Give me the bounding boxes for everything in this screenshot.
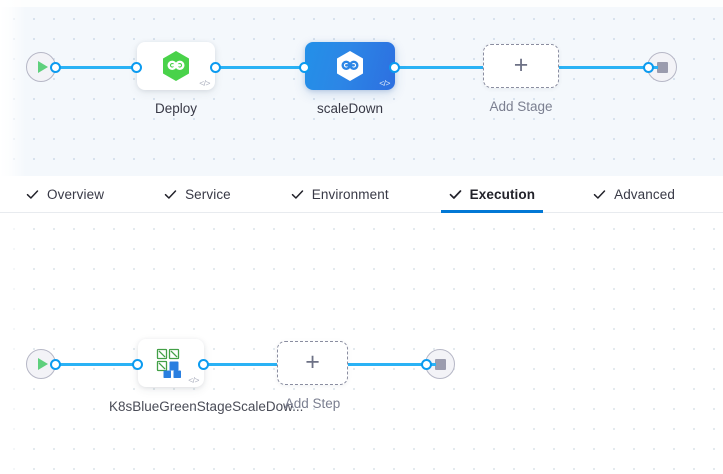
edge-deploy-to-scaledown: [216, 66, 312, 69]
edge-addstep-to-step-end: [348, 363, 436, 366]
play-icon: [37, 61, 48, 73]
stage-node-deploy[interactable]: </> Deploy: [137, 42, 215, 116]
add-stage-button[interactable]: +: [483, 44, 559, 88]
port-deploy-out[interactable]: [210, 61, 221, 73]
add-step-label: Add Step: [284, 396, 341, 411]
plus-icon: +: [305, 347, 320, 376]
check-icon: [26, 188, 39, 201]
add-step-button[interactable]: +: [277, 341, 348, 385]
stage-node-scaledown-card[interactable]: </>: [305, 42, 395, 90]
tab-overview[interactable]: Overview: [26, 176, 104, 212]
stop-icon: [434, 358, 446, 370]
tab-service[interactable]: Service: [164, 176, 231, 212]
port-start-out[interactable]: [50, 61, 61, 73]
stage-node-deploy-label: Deploy: [154, 101, 198, 116]
check-icon: [291, 188, 304, 201]
port-deploy-in[interactable]: [131, 61, 142, 73]
pipeline-stage-canvas[interactable]: </> Deploy </> scaleDown: [0, 0, 723, 176]
port-scaledown-in[interactable]: [299, 61, 310, 73]
edge-addstage-to-end: [556, 66, 658, 69]
step-node-card[interactable]: </>: [138, 339, 204, 387]
tab-service-label: Service: [185, 186, 231, 202]
port-k8s-out[interactable]: [198, 358, 209, 370]
harness-hexagon-green-icon: [161, 50, 191, 82]
blue-green-deployment-icon: [155, 347, 187, 379]
edge-k8s-to-addstep: [204, 363, 280, 366]
tab-execution[interactable]: Execution: [440, 176, 544, 213]
check-icon: [164, 188, 177, 201]
code-glyph-icon: </>: [199, 77, 210, 88]
port-step-end-in[interactable]: [421, 358, 432, 370]
port-k8s-in[interactable]: [132, 358, 143, 370]
tab-execution-label: Execution: [469, 186, 536, 202]
tab-environment-label: Environment: [311, 186, 389, 202]
edge-start-to-deploy: [54, 66, 146, 69]
play-icon: [37, 358, 48, 370]
edge-scaledown-to-addstage: [388, 66, 488, 69]
stage-node-scaledown-label: scaleDown: [316, 101, 384, 116]
step-node-k8sbluegreenstagescaledown[interactable]: </> K8sBlueGreenStageScaleDow...: [109, 339, 303, 414]
stage-config-tabs: Overview Service Environment Execution A: [0, 176, 723, 213]
edge-step-start-to-k8s: [54, 363, 140, 366]
harness-hexagon-white-icon: [335, 50, 365, 82]
check-icon: [593, 188, 606, 201]
tab-advanced-label: Advanced: [614, 186, 675, 202]
add-stage-label: Add Stage: [489, 99, 553, 114]
stage-node-scaledown[interactable]: </> scaleDown: [305, 42, 395, 116]
check-icon: [449, 188, 462, 201]
add-stage-node[interactable]: + Add Stage: [483, 44, 559, 114]
code-glyph-icon: </>: [379, 77, 390, 88]
code-glyph-icon: </>: [188, 374, 199, 385]
plus-icon: +: [513, 50, 529, 79]
tab-advanced[interactable]: Advanced: [593, 176, 675, 212]
tab-overview-label: Overview: [47, 186, 105, 202]
port-end-in[interactable]: [643, 61, 654, 73]
stop-icon: [656, 61, 668, 73]
tab-environment[interactable]: Environment: [291, 176, 389, 212]
execution-steps-canvas[interactable]: </> K8sBlueGreenStageScaleDow... + Add S…: [0, 213, 723, 474]
port-step-start-out[interactable]: [50, 358, 61, 370]
stage-node-deploy-card[interactable]: </>: [137, 42, 215, 90]
add-step-node[interactable]: + Add Step: [277, 341, 348, 411]
port-scaledown-out[interactable]: [389, 61, 400, 73]
step-node-label: K8sBlueGreenStageScaleDow...: [109, 399, 304, 414]
